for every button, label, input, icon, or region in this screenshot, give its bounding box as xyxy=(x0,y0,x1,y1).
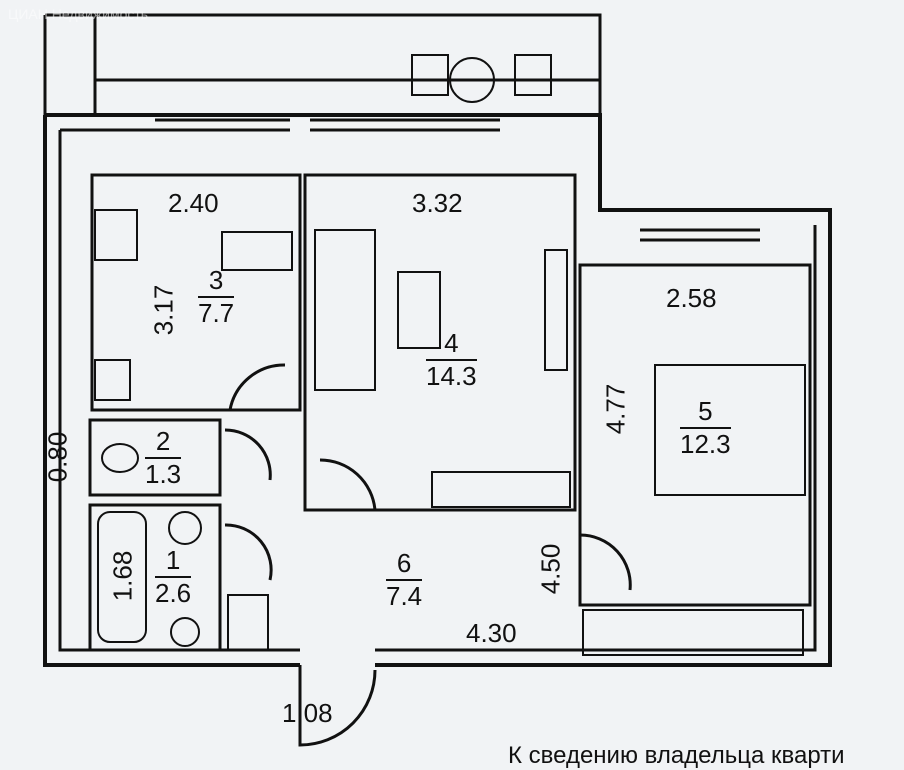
balcony-table xyxy=(449,57,495,103)
balcony-wall xyxy=(43,13,602,115)
sink xyxy=(94,359,131,401)
door-arcs xyxy=(224,363,632,591)
balcony-chair xyxy=(514,54,552,96)
hall-wardrobe xyxy=(227,594,269,651)
windows xyxy=(155,118,760,242)
kitchen-table xyxy=(221,231,293,271)
washbasin xyxy=(170,617,200,647)
watermark: ЦИАН Недвижимость xyxy=(8,6,149,22)
kitchen-walls xyxy=(90,173,302,412)
dim-kitchen-width: 2.40 xyxy=(168,188,219,218)
outer-wall xyxy=(43,113,832,667)
wc-walls xyxy=(88,418,222,497)
wardrobe-bedroom xyxy=(582,609,804,656)
wardrobe-living xyxy=(431,471,571,508)
dim-hall-length: 4.50 xyxy=(535,543,566,595)
bed xyxy=(654,364,806,496)
toilet xyxy=(101,443,139,473)
living-room-walls xyxy=(303,173,577,512)
sofa xyxy=(314,229,376,391)
dim-kitchen-length: 3.17 xyxy=(148,284,179,336)
stove xyxy=(94,209,138,261)
dim-left-offset: 0.80 xyxy=(42,431,73,483)
bathtub xyxy=(97,511,147,643)
owner-note: К сведению владельца кварти xyxy=(508,742,845,769)
washbasin xyxy=(168,511,202,545)
dim-bedroom-length: 4.77 xyxy=(600,383,631,435)
entrance-door xyxy=(298,665,377,747)
balcony-chair xyxy=(411,54,449,96)
bedroom-walls xyxy=(578,263,812,607)
dim-hall-width: 4.30 xyxy=(466,618,517,648)
bathroom-walls xyxy=(88,503,222,652)
dim-entrance: 1.08 xyxy=(282,698,333,728)
dim-living-width: 3.32 xyxy=(412,188,463,218)
dim-bedroom-width: 2.58 xyxy=(666,283,717,313)
dim-bath-length: 1.68 xyxy=(107,550,138,602)
coffee-table xyxy=(397,271,441,349)
tv-stand xyxy=(544,249,568,371)
